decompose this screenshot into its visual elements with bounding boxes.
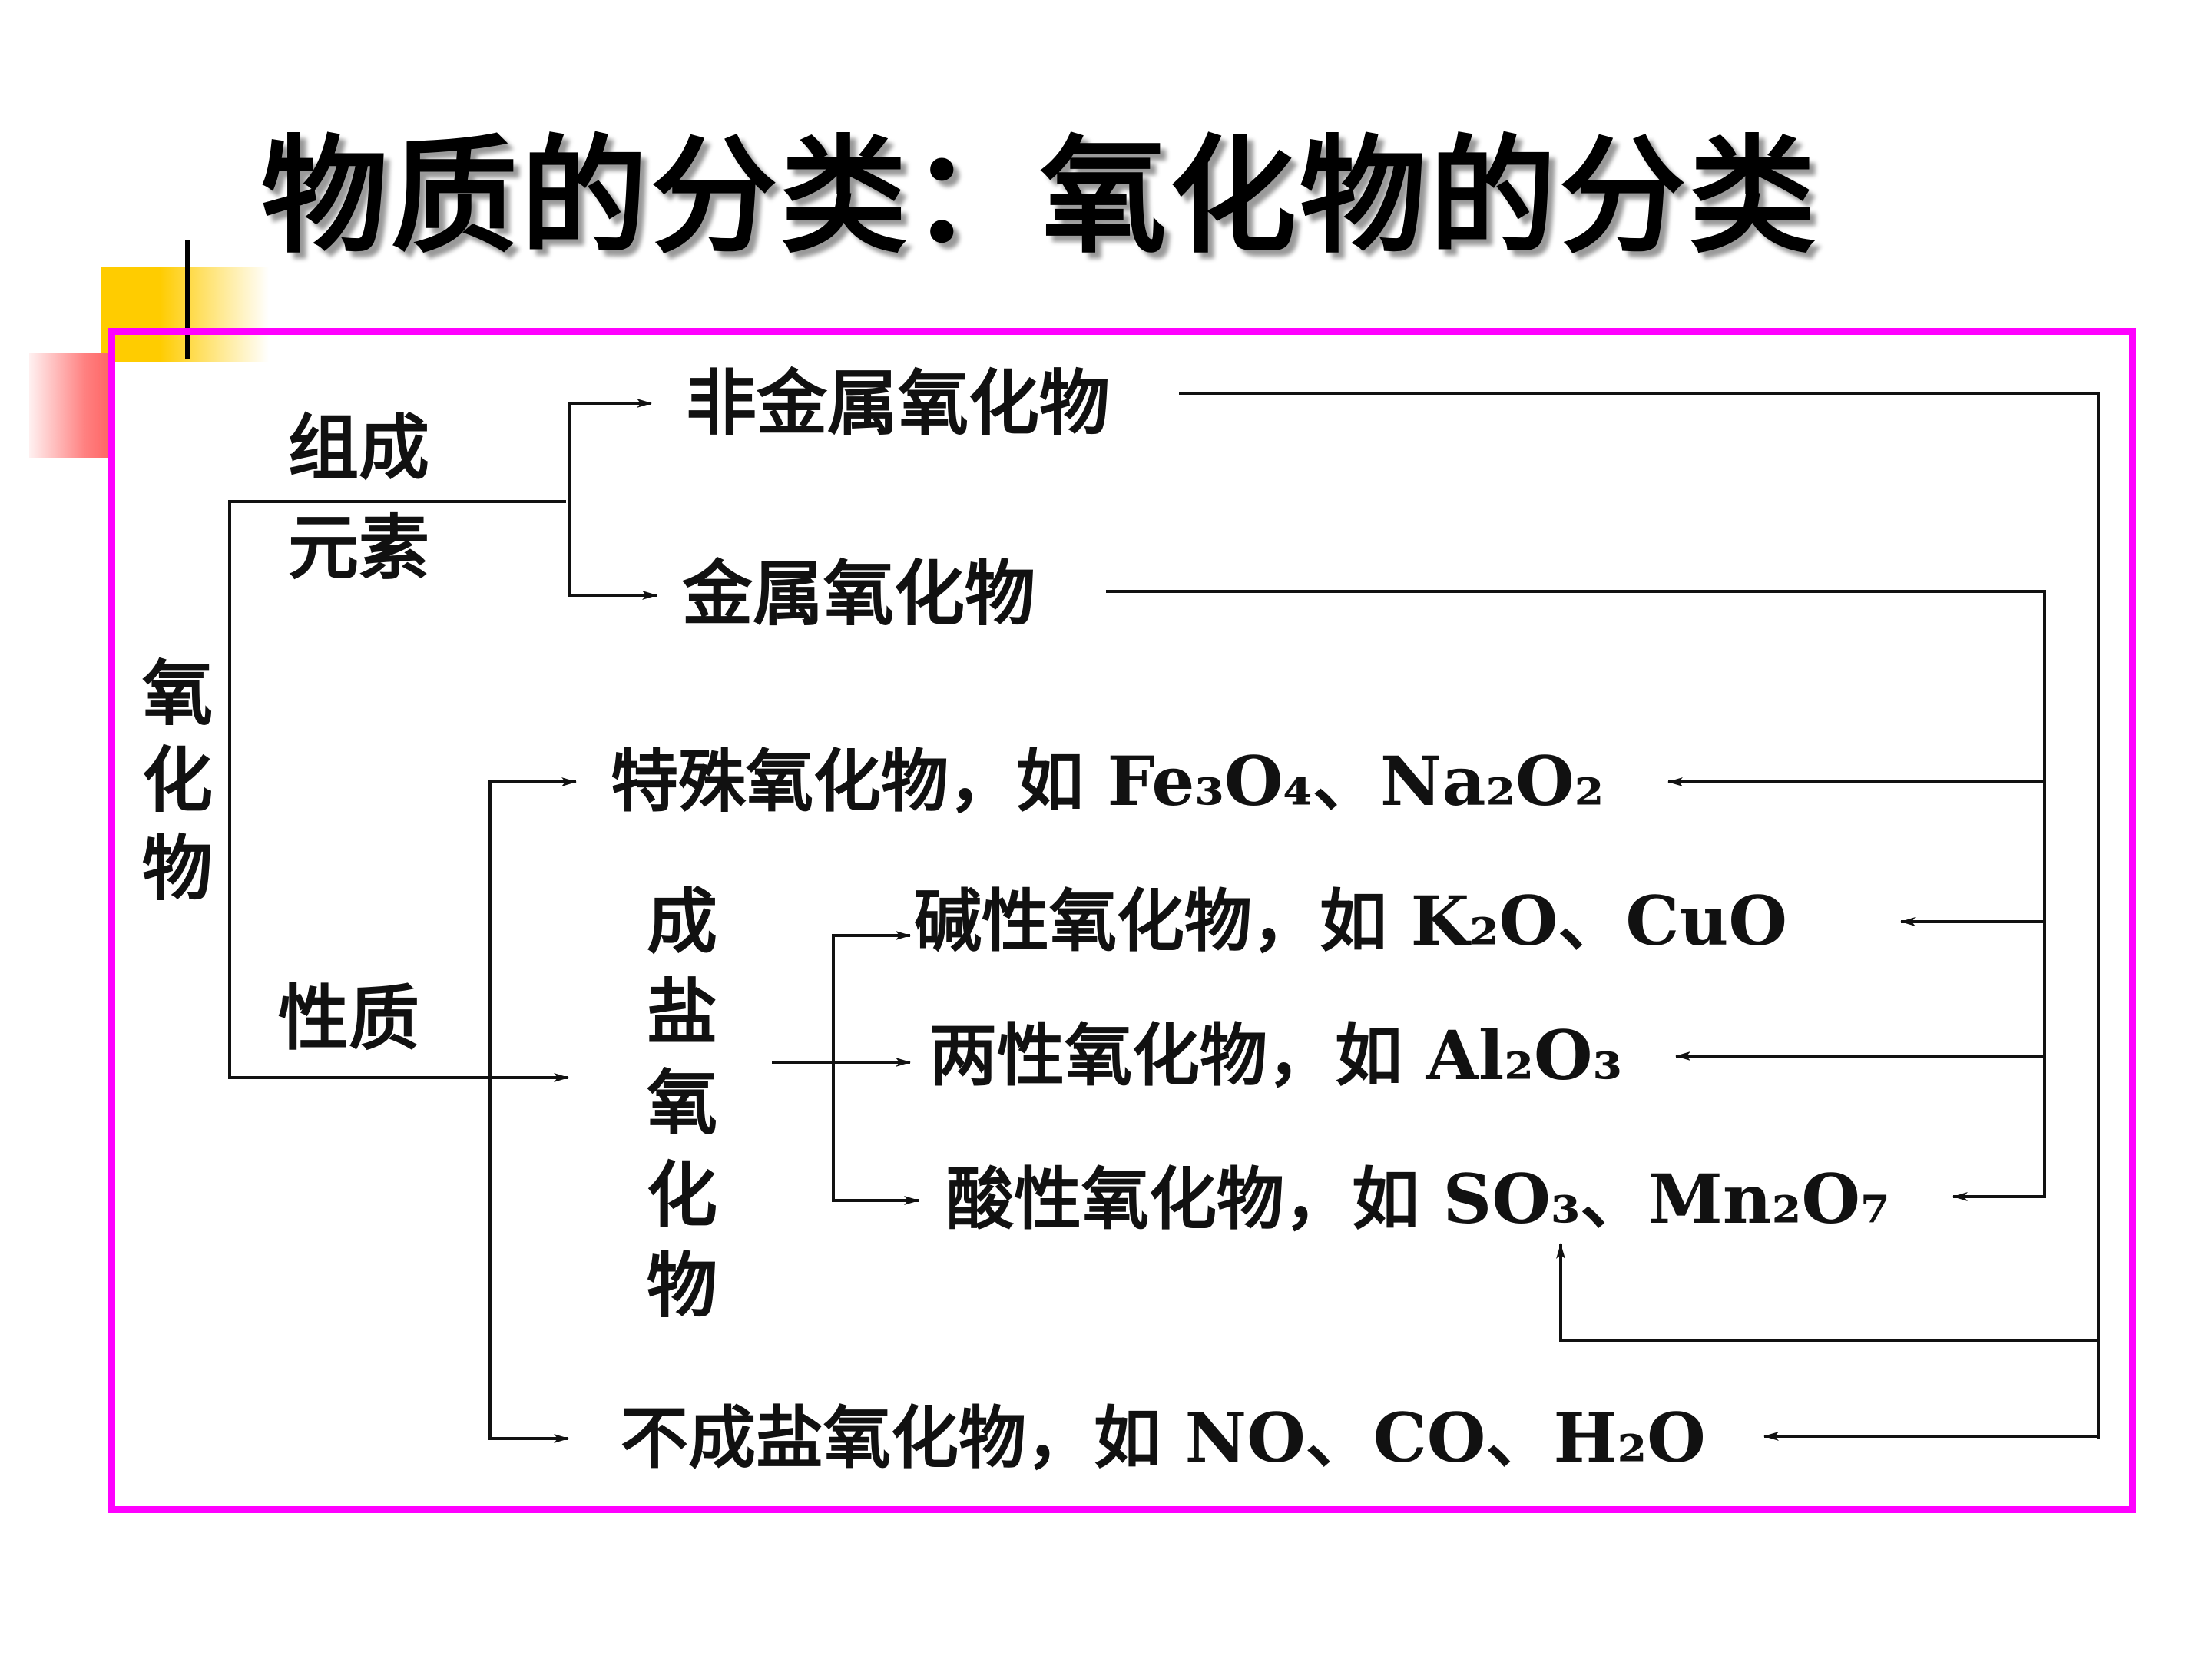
decor-red-block <box>29 353 109 458</box>
salt-forming-char-1: 成 <box>647 880 717 963</box>
non-salt-oxide-example: ，如 NO、CO、H₂O <box>1026 1398 1706 1478</box>
amphoteric-oxide-text: 两性氧化物，如 Al₂O₃ <box>929 1015 1622 1095</box>
slide-title: 物质的分类：氧化物的分类 <box>261 121 1819 270</box>
special-oxide-example: ，如 Fe₃O₄、Na₂O₂ <box>949 741 1604 821</box>
composition-label-1: 组成 <box>288 406 429 489</box>
salt-forming-char-4: 化 <box>647 1154 717 1237</box>
amphoteric-oxide-example: ，如 Al₂O₃ <box>1267 1015 1622 1095</box>
non-salt-oxide-text: 不成盐氧化物，如 NO、CO、H₂O <box>621 1398 1706 1478</box>
composition-label-2: 元素 <box>288 506 429 589</box>
special-oxide-name: 特殊氧化物 <box>611 741 949 821</box>
root-char-2: 化 <box>142 739 213 822</box>
basic-oxide-example: ，如 K₂O、CuO <box>1252 881 1787 961</box>
amphoteric-oxide-name: 两性氧化物 <box>929 1015 1267 1095</box>
diagram-frame <box>108 328 2136 1513</box>
root-char-3: 物 <box>142 827 213 910</box>
salt-forming-char-2: 盐 <box>647 971 717 1054</box>
acidic-oxide-example: ，如 SO₃、Mn₂O₇ <box>1284 1159 1890 1239</box>
acidic-oxide-name: 酸性氧化物 <box>946 1159 1284 1239</box>
non-salt-oxide-name: 不成盐氧化物 <box>621 1398 1026 1478</box>
acidic-oxide-text: 酸性氧化物，如 SO₃、Mn₂O₇ <box>946 1159 1890 1239</box>
salt-forming-char-5: 物 <box>647 1244 717 1327</box>
root-char-1: 氧 <box>142 652 213 735</box>
salt-forming-char-3: 氧 <box>647 1061 717 1144</box>
nonmetal-oxide-label: 非金属氧化物 <box>686 362 1110 445</box>
metal-oxide-label: 金属氧化物 <box>681 552 1035 635</box>
basic-oxide-text: 碱性氧化物，如 K₂O、CuO <box>914 881 1787 961</box>
connector-lines <box>228 392 2100 1443</box>
decor-black-bar <box>185 240 190 359</box>
property-label: 性质 <box>278 977 419 1060</box>
basic-oxide-name: 碱性氧化物 <box>914 881 1252 961</box>
special-oxide-text: 特殊氧化物，如 Fe₃O₄、Na₂O₂ <box>611 741 1604 821</box>
